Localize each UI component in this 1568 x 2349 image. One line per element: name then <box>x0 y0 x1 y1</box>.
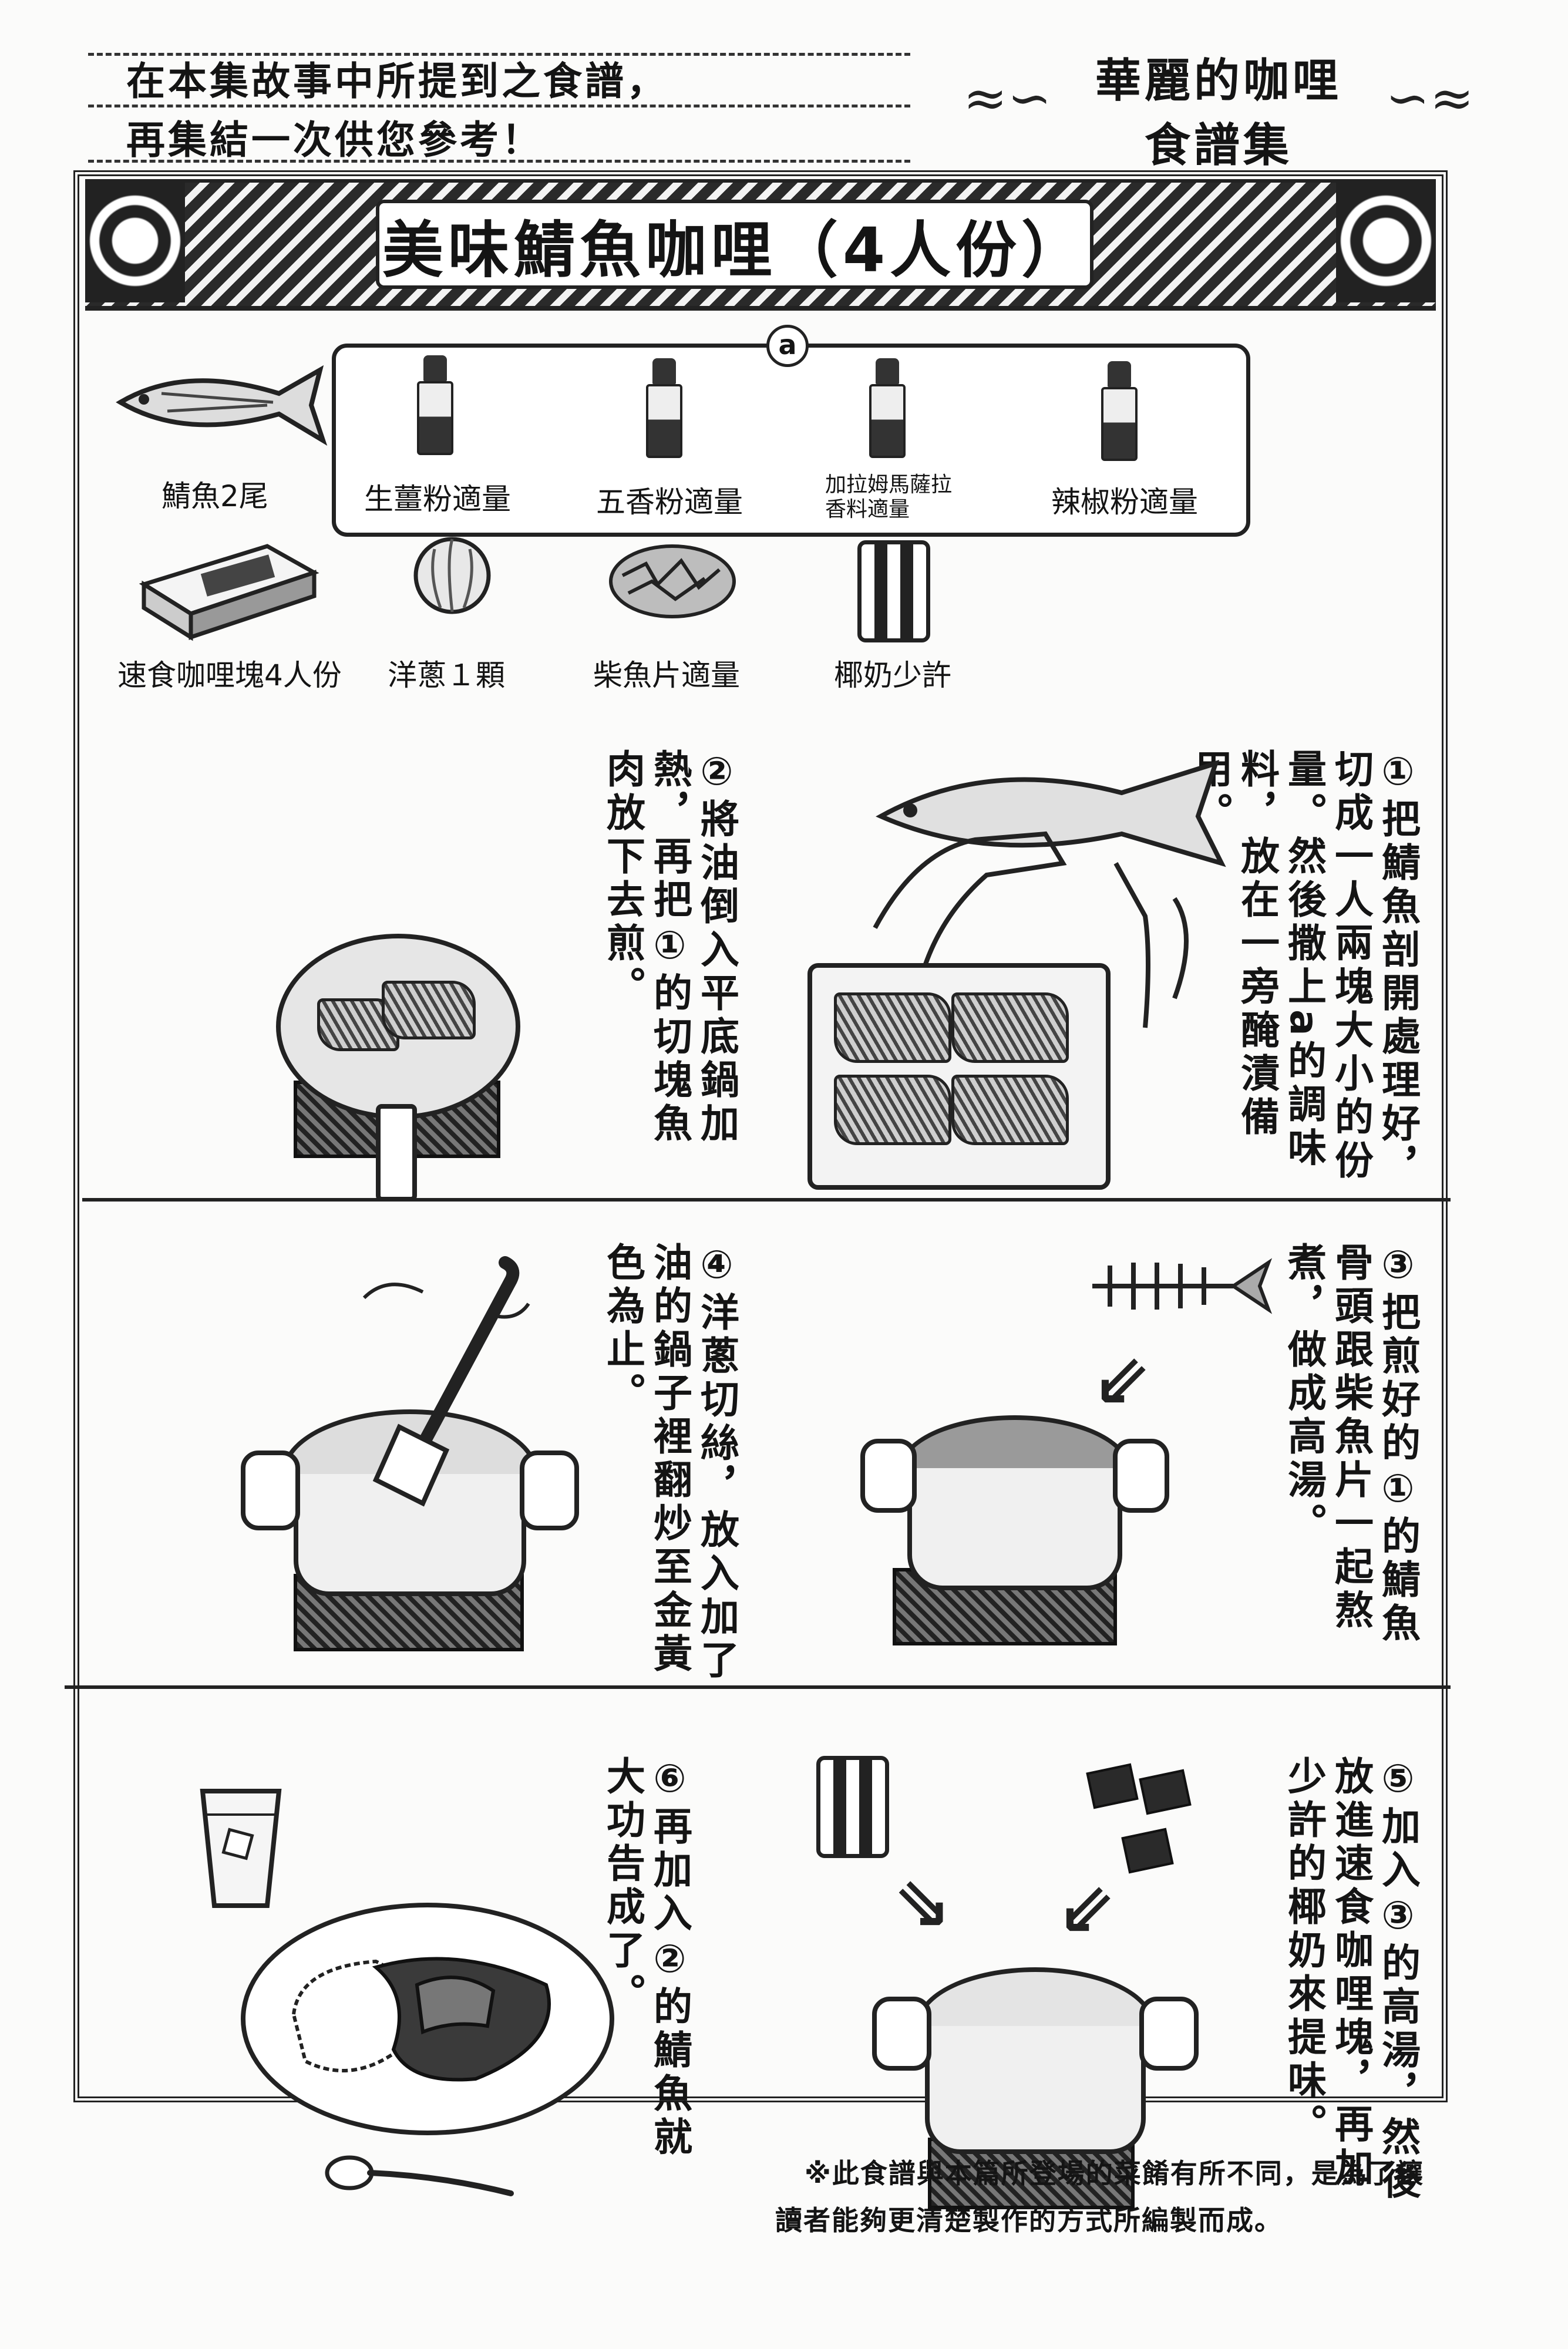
curry-roux-box-icon <box>139 544 319 641</box>
mackerel-icon <box>116 365 328 446</box>
recipe-frame <box>73 170 1448 2102</box>
fish-bone-icon <box>1092 1258 1273 1314</box>
fish-fillet <box>951 992 1069 1063</box>
step-2-text: ②將油倒入平底鍋加熱，再把①的切塊魚肉放下去煎。 <box>600 749 739 1146</box>
spice-bottle-icon <box>1101 361 1138 461</box>
spatula-icon <box>362 1256 530 1507</box>
curry-rice-illustration <box>291 1957 551 2082</box>
fish-fillet <box>951 1075 1069 1145</box>
ingredient-coconut: 椰奶少許 <box>834 658 951 692</box>
spice-bottle-icon <box>417 355 453 455</box>
pot-handle <box>1113 1439 1169 1513</box>
dashed-rule <box>88 160 910 163</box>
pot-handle <box>1139 1997 1199 2071</box>
spice-bottle-icon <box>869 358 906 458</box>
spice-bottle-icon <box>646 358 682 458</box>
ingredient-ginger: 生薑粉適量 <box>364 482 511 516</box>
bonito-flakes-icon <box>609 544 736 618</box>
intro-line-1: 在本集故事中所提到之食譜， <box>126 59 668 104</box>
ingredient-bonito: 柴魚片適量 <box>593 658 740 692</box>
step-5-text: ⑤加入③的高湯，然後放進速食咖哩塊，再加少許的椰奶來提味。 <box>1281 1756 1421 2203</box>
ingredient-onion: 洋蔥１顆 <box>388 658 505 692</box>
fish-fillet <box>834 1075 951 1145</box>
spoon-icon <box>325 2155 514 2196</box>
banner-line-2: 食譜集 <box>1144 119 1293 172</box>
coconut-milk-can-icon <box>857 540 930 642</box>
dashed-rule <box>88 105 910 107</box>
step-4-text: ④洋蔥切絲，放入加了油的鍋子裡翻炒至金黃色為止。 <box>600 1242 739 1683</box>
ingredient-chili: 辣椒粉適量 <box>1051 485 1198 519</box>
fish-fillet <box>382 981 476 1039</box>
down-arrow-icon: ⇙ <box>1092 1339 1152 1421</box>
footnote-line-1: ※此食譜與本篇所登場的菜餚有所不同，是為了讓 <box>805 2158 1424 2189</box>
footnote-line-2: 讀者能夠更清楚製作的方式所編製而成。 <box>775 2205 1283 2236</box>
collection-banner: ≈∽ 華麗的咖哩 食譜集 ∽≈ <box>963 26 1474 173</box>
step-6-text: ⑥再加入②的鯖魚就大功告成了。 <box>600 1756 692 2160</box>
step-3-text: ③把煎好的①的鯖魚骨頭跟柴魚片一起熬煮，做成高湯。 <box>1281 1242 1421 1646</box>
ingredient-five-spice: 五香粉適量 <box>596 485 743 519</box>
intro-line-2: 再集結一次供您參考！ <box>126 117 543 163</box>
recipe-title: 美味鯖魚咖哩（4人份） <box>382 214 1088 286</box>
hands-holding-fish-illustration <box>873 759 1226 1028</box>
pot-handle <box>860 1439 917 1513</box>
ingredient-garam-masala-amount: 香料適量 <box>825 497 910 521</box>
step-1-text: ①把鯖魚剖開處理好，切成一人兩塊大小的份量。然後撒上a的調味料，放在一旁醃漬備用… <box>1187 749 1421 1190</box>
swirl-ornament-icon: ≈∽ <box>963 68 1052 129</box>
pot-handle <box>520 1451 579 1530</box>
ornament-corner-icon <box>85 179 185 302</box>
ingredient-garam-masala: 加拉姆馬薩拉 <box>825 473 953 497</box>
step-divider <box>82 1198 1451 1202</box>
ornament-corner-icon <box>1336 179 1436 302</box>
ingredient-curry-roux: 速食咖哩塊4人份 <box>117 658 342 692</box>
curry-pot-illustration <box>925 2026 1146 2154</box>
step-divider <box>65 1685 1451 1689</box>
swirl-ornament-icon: ∽≈ <box>1385 68 1474 129</box>
pot-handle <box>872 1997 931 2071</box>
recipe-title-plate: 美味鯖魚咖哩（4人份） <box>376 200 1093 289</box>
seasoning-group-a <box>332 344 1250 537</box>
dashed-rule <box>88 53 910 56</box>
ingredient-fish: 鯖魚2尾 <box>161 479 268 513</box>
banner-line-1: 華麗的咖哩 <box>1095 54 1342 107</box>
pan-handle <box>376 1104 417 1202</box>
fish-fillet <box>834 992 951 1063</box>
onion-icon <box>413 537 491 614</box>
down-arrow-icon: ⇙ <box>1057 1867 1116 1949</box>
water-glass-icon <box>200 1789 282 1908</box>
down-arrow-icon: ⇘ <box>893 1862 952 1943</box>
coconut-milk-can-icon <box>816 1756 889 1858</box>
stock-pot-illustration <box>907 1468 1122 1590</box>
pot-handle <box>241 1451 300 1530</box>
seasoning-marker-a: a <box>766 325 809 367</box>
